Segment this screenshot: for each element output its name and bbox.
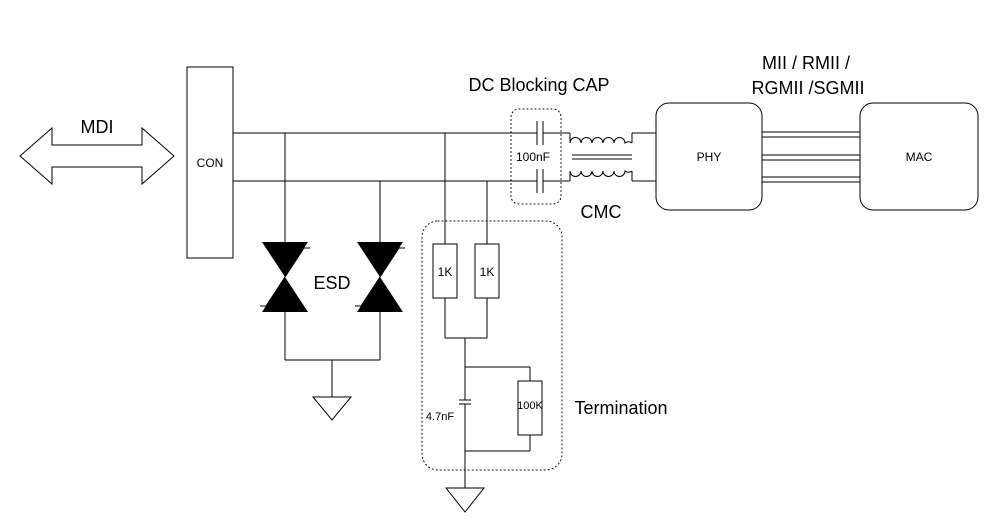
termination-network: [432, 243, 543, 488]
mac-label: MAC: [906, 150, 933, 164]
mdi-arrow: [19, 126, 175, 186]
ground-icon: [311, 396, 353, 421]
ground-icon: [444, 487, 486, 513]
esd-diode-2: [355, 242, 405, 312]
common-mode-choke: [569, 132, 656, 182]
dc-blocking-caps: [536, 121, 570, 193]
cmc-label: CMC: [581, 202, 622, 222]
signal-lines: [233, 132, 537, 244]
dc-blocking-cap-label: DC Blocking CAP: [468, 75, 609, 95]
esd-diode-1: [260, 242, 310, 312]
connector-box: [186, 66, 234, 259]
esd-ground-wiring: [284, 312, 381, 397]
cap-4-7nf-label: 4.7nF: [426, 411, 454, 423]
phy-block: [655, 102, 763, 211]
phy-mac-bus: [762, 131, 860, 183]
resistor-1k-b: [474, 243, 500, 299]
resistor-1k-b-label: 1K: [480, 265, 495, 279]
dc-blocking-cap-outline: [510, 108, 562, 205]
connector-label: CON: [197, 156, 224, 170]
esd-label: ESD: [313, 273, 350, 293]
termination-outline: [421, 220, 563, 471]
resistor-1k-a: [432, 243, 458, 299]
cap-100nf-label: 100nF: [516, 150, 550, 164]
interface-label-line2: RGMII /SGMII: [751, 78, 864, 98]
resistor-100k-label: 100K: [517, 400, 543, 412]
resistor-1k-a-label: 1K: [438, 265, 453, 279]
mdi-label: MDI: [81, 117, 114, 137]
phy-label: PHY: [697, 150, 722, 164]
termination-label: Termination: [574, 398, 667, 418]
interface-label-line1: MII / RMII /: [762, 53, 850, 73]
mac-block: [859, 102, 979, 211]
